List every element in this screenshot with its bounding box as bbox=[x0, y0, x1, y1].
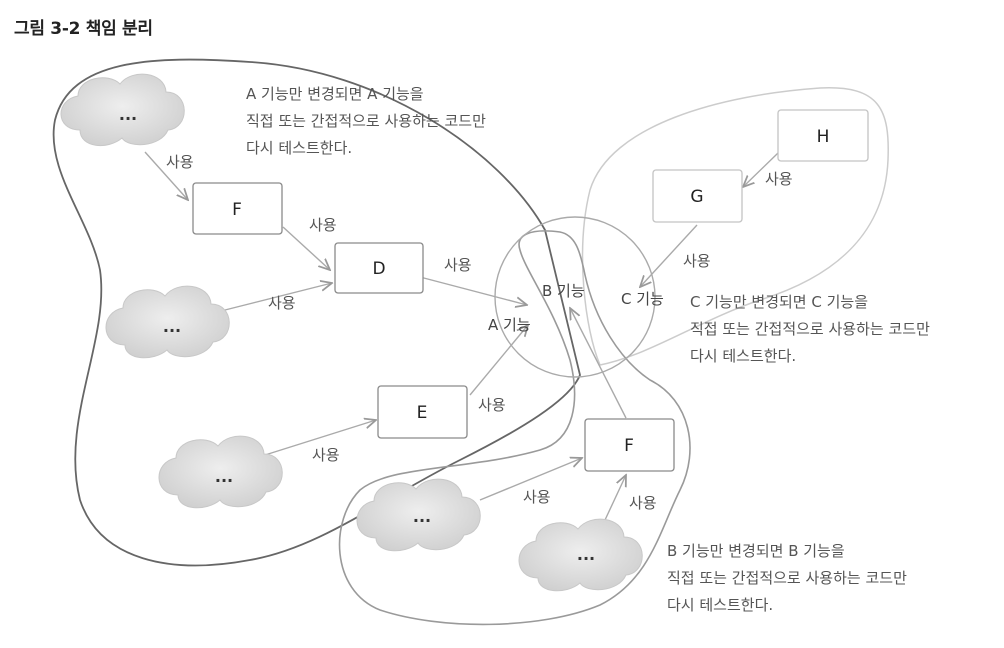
note-a-line-2: 직접 또는 간접적으로 사용하는 코드만 bbox=[246, 112, 486, 130]
note-b-line-3: 다시 테스트한다. bbox=[667, 596, 773, 614]
arrow-H-to-G bbox=[743, 152, 779, 187]
cloud-5: ... bbox=[518, 518, 643, 592]
cloud-3-label: ... bbox=[215, 467, 233, 486]
function-b-label: B 기능 bbox=[542, 282, 585, 300]
arrow-F-to-D bbox=[282, 226, 330, 270]
note-c-line-1: C 기능만 변경되면 C 기능을 bbox=[690, 293, 868, 311]
note-a-line-3: 다시 테스트한다. bbox=[246, 139, 352, 157]
edge-label: 사용 bbox=[268, 294, 296, 312]
cloud-4-label: ... bbox=[413, 507, 431, 526]
edge-label: 사용 bbox=[683, 252, 711, 270]
arrow-cloud3-to-E bbox=[264, 420, 376, 456]
edge-label: 사용 bbox=[629, 494, 657, 512]
region-b-boundary bbox=[338, 230, 691, 626]
arrow-cloud4-to-F2 bbox=[479, 458, 582, 501]
box-D: D bbox=[334, 242, 424, 294]
note-c-line-2: 직접 또는 간접적으로 사용하는 코드만 bbox=[690, 320, 930, 338]
edge-label: 사용 bbox=[309, 216, 337, 234]
note-a-line-1: A 기능만 변경되면 A 기능을 bbox=[246, 85, 424, 103]
box-D-label: D bbox=[372, 259, 385, 279]
figure-title: 그림 3-2 책임 분리 bbox=[14, 19, 153, 39]
cloud-1: ... bbox=[60, 73, 185, 147]
box-H: H bbox=[777, 109, 869, 162]
edge-label: 사용 bbox=[312, 446, 340, 464]
box-F-top: F bbox=[192, 182, 283, 235]
box-F-top-label: F bbox=[232, 200, 242, 220]
arrow-G-to-C bbox=[640, 224, 698, 287]
box-F-bottom: F bbox=[584, 418, 675, 472]
arrow-cloud5-to-F2 bbox=[604, 475, 626, 521]
arrow-E-to-A bbox=[469, 325, 528, 396]
box-F-bottom-label: F bbox=[624, 436, 634, 456]
cloud-1-label: ... bbox=[119, 105, 137, 124]
note-b-line-2: 직접 또는 간접적으로 사용하는 코드만 bbox=[667, 569, 907, 587]
box-G: G bbox=[652, 169, 743, 223]
note-c-line-3: 다시 테스트한다. bbox=[690, 347, 796, 365]
edge-label: 사용 bbox=[523, 488, 551, 506]
cloud-2: ... bbox=[105, 285, 230, 359]
arrow-cloud2-to-D bbox=[224, 283, 332, 311]
edge-label: 사용 bbox=[765, 170, 793, 188]
edge-label: 사용 bbox=[478, 396, 506, 414]
arrow-D-to-A bbox=[419, 276, 527, 305]
box-H-label: H bbox=[817, 127, 830, 147]
function-c-label: C 기능 bbox=[621, 290, 664, 308]
arrow-F2-to-B bbox=[570, 308, 627, 419]
arrows bbox=[144, 151, 779, 521]
note-c: C 기능만 변경되면 C 기능을 직접 또는 간접적으로 사용하는 코드만 다시… bbox=[690, 293, 930, 365]
function-a-label: A 기능 bbox=[488, 316, 531, 334]
cloud-4: ... bbox=[356, 478, 481, 552]
cloud-2-label: ... bbox=[163, 317, 181, 336]
box-G-label: G bbox=[690, 187, 703, 207]
cloud-3: ... bbox=[158, 435, 283, 509]
box-E-label: E bbox=[417, 403, 428, 423]
note-b: B 기능만 변경되면 B 기능을 직접 또는 간접적으로 사용하는 코드만 다시… bbox=[667, 542, 907, 614]
cloud-5-label: ... bbox=[577, 545, 595, 564]
region-c-boundary bbox=[581, 87, 889, 366]
arrow-cloud1-to-F bbox=[144, 151, 188, 200]
note-a: A 기능만 변경되면 A 기능을 직접 또는 간접적으로 사용하는 코드만 다시… bbox=[246, 85, 486, 157]
edge-labels: 사용 사용 사용 사용 사용 사용 사용 사용 사용 사용 bbox=[166, 153, 793, 512]
note-b-line-1: B 기능만 변경되면 B 기능을 bbox=[667, 542, 845, 560]
edge-label: 사용 bbox=[444, 256, 472, 274]
edge-label: 사용 bbox=[166, 153, 194, 171]
box-E: E bbox=[377, 385, 468, 439]
